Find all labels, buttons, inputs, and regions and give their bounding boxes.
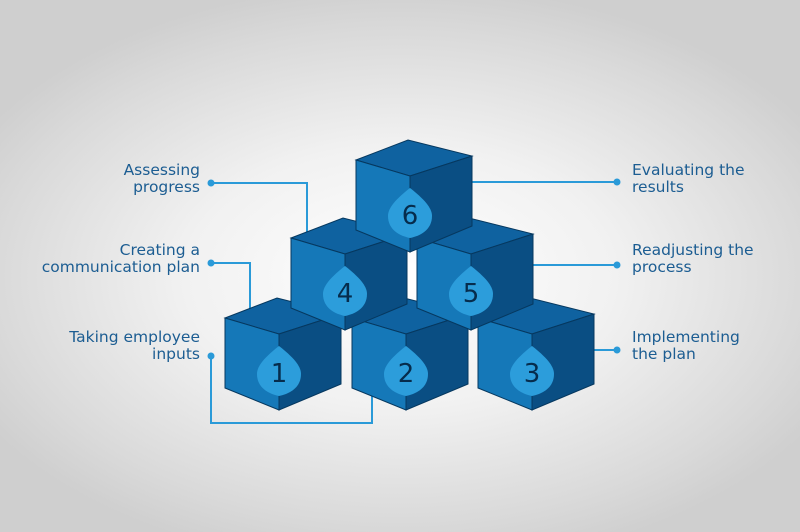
number-badge <box>388 188 432 238</box>
step-number: 3 <box>524 359 541 389</box>
connector-dot <box>613 261 621 269</box>
connector-taking-inputs <box>210 356 373 424</box>
step-number: 6 <box>402 201 419 231</box>
number-badge <box>449 266 493 316</box>
step-number: 1 <box>271 359 288 389</box>
number-badge <box>510 346 554 396</box>
cube-5: 5 <box>415 217 535 331</box>
number-badge <box>384 346 428 396</box>
cube-6: 6 <box>354 139 474 253</box>
connector-dot <box>207 179 215 187</box>
connector-dot <box>207 352 215 360</box>
step-number: 2 <box>398 359 415 389</box>
connector-dot <box>207 259 215 267</box>
connector-dot <box>613 346 621 354</box>
step-number: 5 <box>463 279 480 309</box>
cubes: 1 2 3 4 5 6 <box>223 139 596 411</box>
number-badge <box>323 266 367 316</box>
number-badge <box>257 346 301 396</box>
cube-3: 3 <box>476 297 596 411</box>
step-number: 4 <box>337 279 354 309</box>
connector-dot <box>613 178 621 186</box>
